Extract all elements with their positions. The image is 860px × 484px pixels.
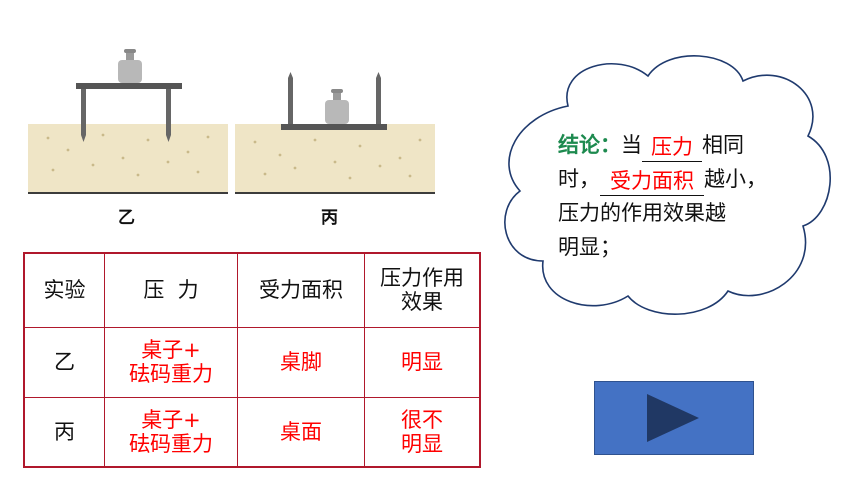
conclusion-text: 结论：当压力相同 时，受力面积越小， 压力的作用效果越 明显； <box>558 128 798 264</box>
header-experiment: 实验 <box>23 252 105 328</box>
caption-left: 乙 <box>118 208 135 228</box>
header-effect: 压力作用效果 <box>364 252 481 328</box>
blank-area: 受力面积 <box>600 169 704 196</box>
cell-effect: 很不明显 <box>364 396 481 468</box>
header-pressure: 压 力 <box>104 252 238 328</box>
experiment-table: 实验 压 力 受力面积 压力作用效果 乙 桌子+砝码重力 桌脚 明显 丙 桌子+… <box>23 252 481 468</box>
cell-effect: 明显 <box>364 326 481 398</box>
conclusion-line-4: 明显； <box>558 235 621 259</box>
cell-pressure: 桌子+砝码重力 <box>104 326 238 398</box>
sand-panel-right <box>235 124 435 194</box>
play-icon <box>647 394 699 442</box>
conclusion-cloud <box>504 55 831 315</box>
sand-panel-left <box>28 124 228 194</box>
conclusion-line-1: 结论：当压力相同 <box>558 128 798 162</box>
conclusion-line-3: 压力的作用效果越 <box>558 201 726 225</box>
cell-experiment: 丙 <box>23 396 105 468</box>
conclusion-label: 结论： <box>558 133 621 157</box>
conclusion-line-2: 时，受力面积越小， <box>558 162 798 196</box>
cell-experiment: 乙 <box>23 326 105 398</box>
table-header-row: 实验 压 力 受力面积 压力作用效果 <box>23 252 481 328</box>
blank-pressure: 压力 <box>642 135 702 162</box>
table-flipped-diagram <box>253 72 422 180</box>
cell-pressure: 桌子+砝码重力 <box>104 396 238 468</box>
header-area: 受力面积 <box>237 252 365 328</box>
cell-area: 桌面 <box>237 396 365 468</box>
table-legs-diagram <box>46 49 210 177</box>
table-row: 乙 桌子+砝码重力 桌脚 明显 <box>23 326 481 398</box>
caption-right: 丙 <box>321 208 338 228</box>
table-row: 丙 桌子+砝码重力 桌面 很不明显 <box>23 396 481 468</box>
cell-area: 桌脚 <box>237 326 365 398</box>
play-button[interactable] <box>594 381 754 455</box>
